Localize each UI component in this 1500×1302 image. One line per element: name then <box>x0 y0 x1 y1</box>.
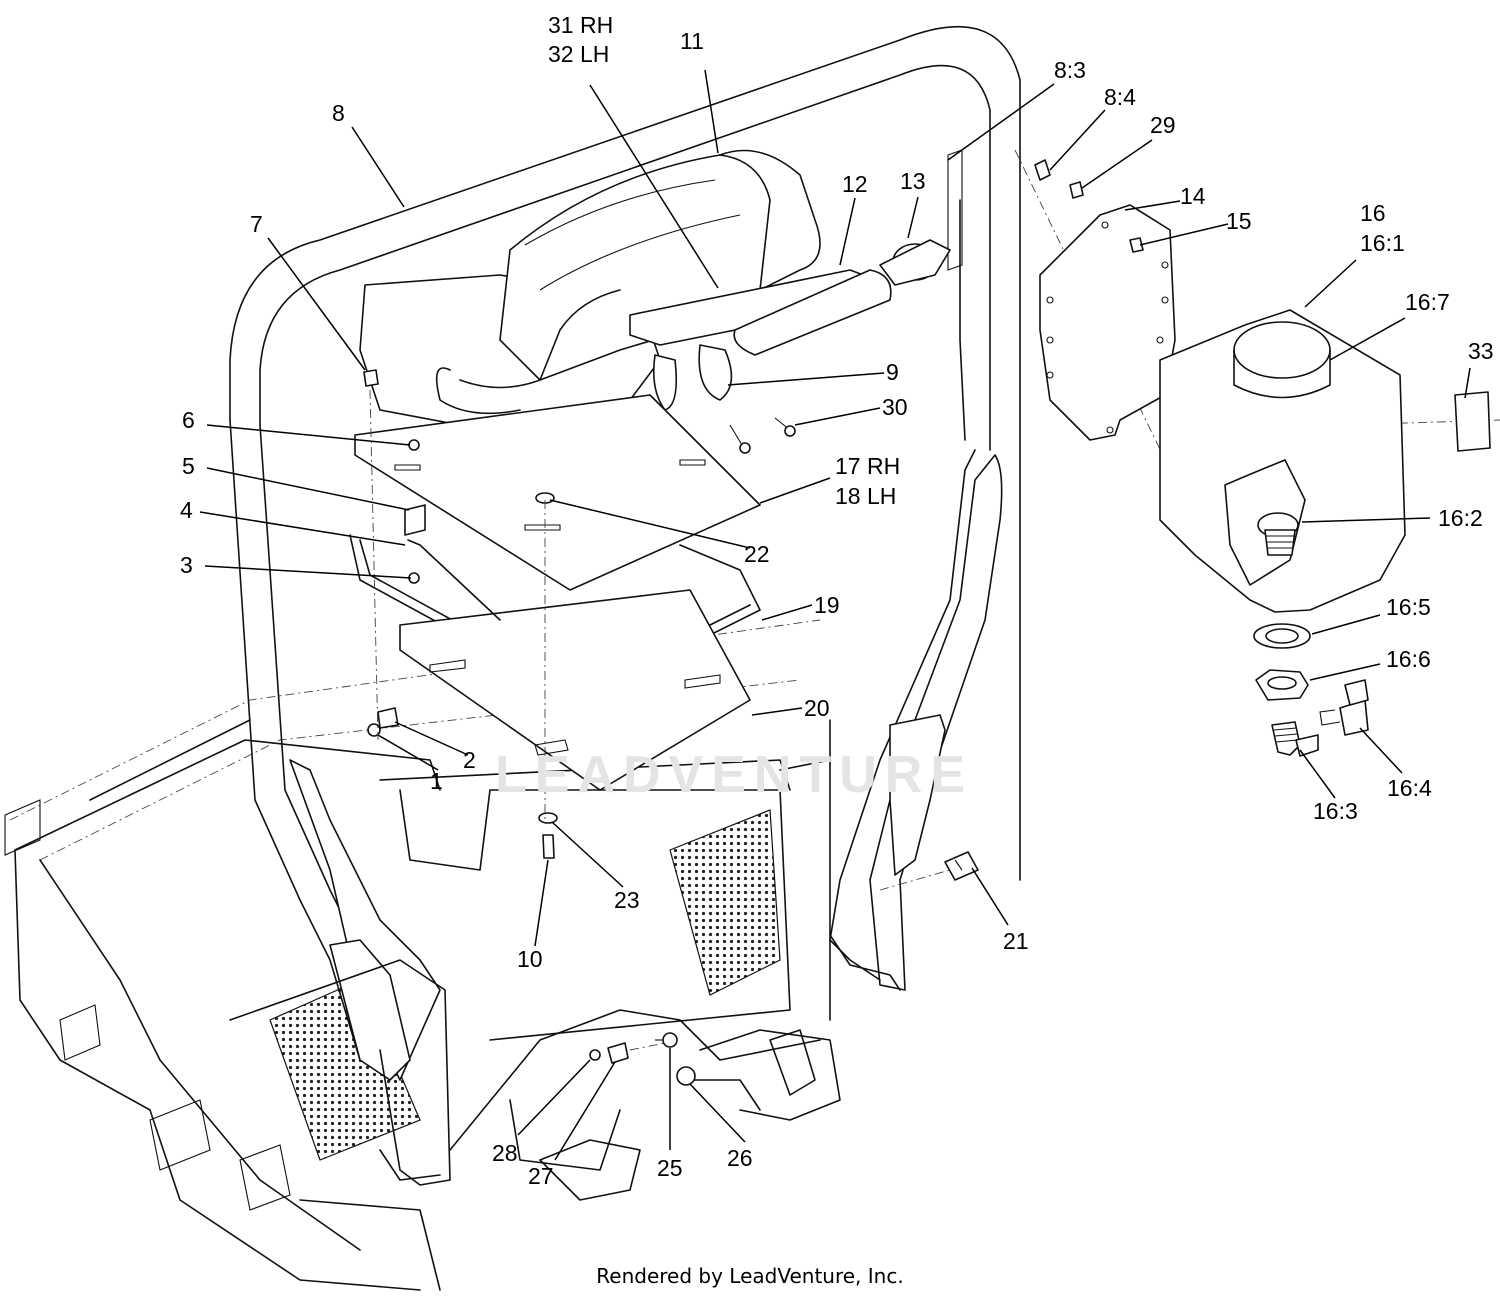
callout-2: 2 <box>463 747 476 773</box>
rear-grille-right <box>669 809 781 996</box>
callout-26: 26 <box>727 1145 753 1171</box>
callout-7: 7 <box>250 211 263 237</box>
callout-16-6: 16:6 <box>1386 646 1431 672</box>
callout-33: 33 <box>1468 338 1494 364</box>
callout-19: 19 <box>814 592 840 618</box>
callout-16: 16 <box>1360 200 1386 226</box>
callout-15: 15 <box>1226 208 1252 234</box>
callout-27: 27 <box>528 1163 554 1189</box>
callout-8-4: 8:4 <box>1104 84 1136 110</box>
callout-10: 10 <box>517 946 543 972</box>
callout-11: 11 <box>680 28 704 54</box>
callout-16-3: 16:3 <box>1313 798 1358 824</box>
callout-1: 1 <box>430 768 443 794</box>
callout-8: 8 <box>332 100 345 126</box>
fluid-tank <box>1159 309 1491 613</box>
callout-30: 30 <box>882 394 908 420</box>
leader-lines <box>199 69 1471 1161</box>
callout-25: 25 <box>657 1155 683 1181</box>
callout-18: 18 LH <box>835 483 897 509</box>
seat-mount-plates <box>349 394 761 791</box>
lower-hardware <box>589 851 979 1086</box>
rops-bar <box>229 25 1021 1186</box>
callout-9: 9 <box>886 359 899 385</box>
seat-hardware <box>629 239 951 454</box>
callout-5: 5 <box>182 453 195 479</box>
callout-16-2: 16:2 <box>1438 505 1483 531</box>
callout-6: 6 <box>182 407 195 433</box>
callout-4: 4 <box>180 497 193 523</box>
callout-16-1: 16:1 <box>1360 230 1405 256</box>
tank-mount-plate <box>1034 159 1176 441</box>
callout-17: 17 RH <box>835 453 901 479</box>
callout-29: 29 <box>1150 112 1176 138</box>
rear-grille-left <box>269 979 421 1161</box>
watermark: LEADVENTURE <box>495 746 974 804</box>
callout-14: 14 <box>1180 183 1206 209</box>
callout-12: 12 <box>842 171 868 197</box>
small-hardware <box>363 369 558 859</box>
callout-23: 23 <box>614 887 640 913</box>
callout-16-5: 16:5 <box>1386 594 1431 620</box>
chassis-frame <box>4 619 841 1291</box>
callout-13: 13 <box>900 168 926 194</box>
rops-right-upright <box>829 149 1003 991</box>
callout-28: 28 <box>492 1140 518 1166</box>
tank-fittings <box>1253 623 1369 757</box>
callout-20: 20 <box>804 695 830 721</box>
decal-8-3 <box>947 149 963 271</box>
footer-credit: Rendered by LeadVenture, Inc. <box>596 1264 904 1288</box>
callout-16-4: 16:4 <box>1387 775 1432 801</box>
callout-31: 31 RH <box>548 12 614 38</box>
callout-21: 21 <box>1003 928 1029 954</box>
callout-3: 3 <box>180 552 193 578</box>
decal-33 <box>1454 391 1491 452</box>
callout-32: 32 LH <box>548 41 610 67</box>
callout-16-7: 16:7 <box>1405 289 1450 315</box>
callout-8-3: 8:3 <box>1054 57 1086 83</box>
callout-22: 22 <box>744 541 770 567</box>
